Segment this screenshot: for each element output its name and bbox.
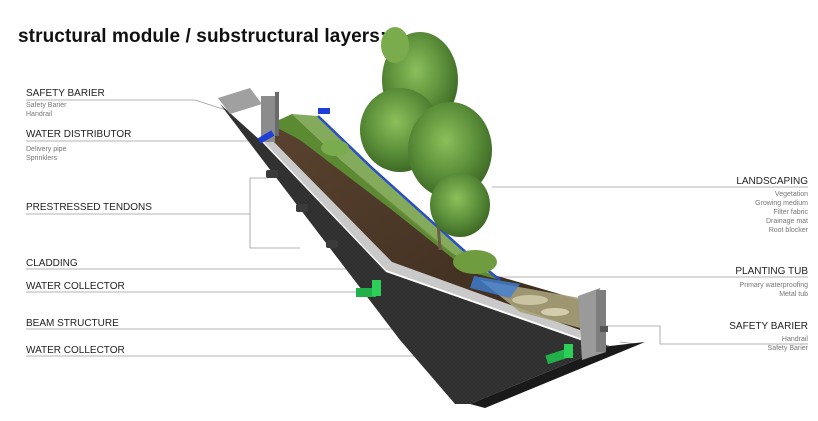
top-safety-barrier (218, 88, 279, 142)
water-collector-upper (356, 280, 381, 297)
label-planting-tub: PLANTING TUB (735, 266, 808, 277)
sublabel-metal-tub: Metal tub (779, 291, 808, 298)
sublabel-handrail: Handrail (26, 111, 53, 118)
label-beam-structure: BEAM STRUCTURE (26, 318, 119, 329)
sublabel-delivery-pipe: Delivery pipe (26, 146, 67, 153)
sublabel-vegetation: Vegetation (774, 191, 808, 198)
label-cladding: CLADDING (26, 258, 78, 269)
water-distributor-pipe (257, 108, 330, 144)
label-safety-barier-right: SAFETY BARIER (729, 321, 808, 332)
tendon-anchors (266, 170, 338, 248)
sublabel-safety-barier: Safety Barier (26, 102, 67, 109)
bottom-safety-barrier (578, 288, 608, 360)
label-water-collector-2: WATER COLLECTOR (26, 345, 125, 356)
leader-lines (26, 99, 808, 357)
sublabel-primary-waterproofing: Primary waterproofing (739, 282, 808, 289)
sublabel-filter-fabric: Filter fabric (773, 209, 808, 216)
sublabel-safety-barier-right: Safety Barier (767, 345, 808, 352)
label-water-collector-1: WATER COLLECTOR (26, 281, 125, 292)
label-safety-barier-left: SAFETY BARIER (26, 88, 105, 99)
label-landscaping: LANDSCAPING (736, 176, 808, 187)
water-collector-lower (545, 344, 573, 365)
beam-underside-shape (470, 342, 645, 408)
beam-structure-shape (220, 104, 610, 404)
tree (360, 27, 492, 251)
sublabel-growing-medium: Growing medium (755, 200, 808, 207)
label-prestressed-tendons: PRESTRESSED TENDONS (26, 202, 152, 213)
sublabel-sprinklers: Sprinklers (26, 155, 58, 162)
diagram-title: structural module / substructural layers… (18, 26, 387, 47)
sublabel-root-blocker: Root blocker (768, 227, 808, 234)
label-water-distributor: WATER DISTRIBUTOR (26, 129, 132, 140)
grass-layer (270, 114, 500, 280)
sublabel-drainage-mat: Drainage mat (765, 218, 808, 225)
sublabel-handrail-right: Handrail (781, 336, 808, 343)
